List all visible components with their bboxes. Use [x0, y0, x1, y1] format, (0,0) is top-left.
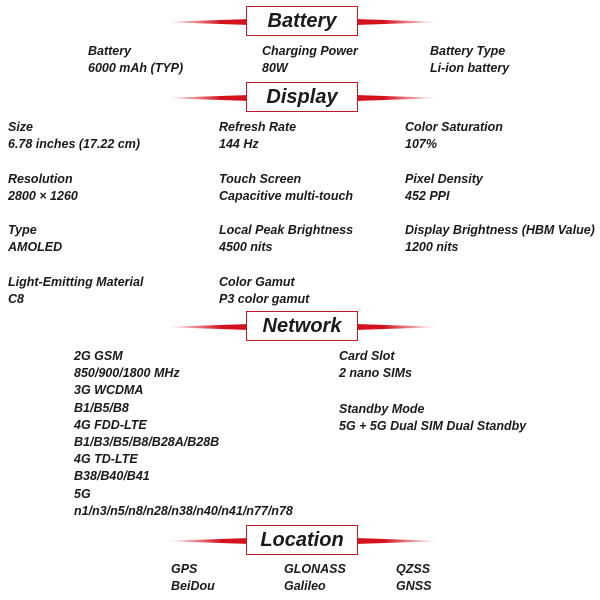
section-title-display: Display [246, 82, 358, 112]
spec-label: Battery Type [430, 44, 506, 58]
spec-charging-power: Charging Power 80W [262, 43, 358, 77]
header-line-left [168, 538, 250, 544]
spec-label: Resolution [8, 172, 73, 186]
spec-label: Card Slot [339, 349, 395, 363]
spec-label: Light-Emitting Material [8, 275, 144, 289]
spec-label: Battery [88, 44, 132, 58]
location-system: GLONASS [284, 562, 346, 576]
section-title-network: Network [246, 311, 358, 341]
spec-touch-screen: Touch Screen Capacitive multi-touch [219, 171, 353, 205]
spec-label: Touch Screen [219, 172, 302, 186]
location-column-1: GPS BeiDou [171, 561, 215, 595]
spec-value: 452 PPI [405, 189, 450, 203]
network-band-line: 4G TD-LTE [74, 452, 138, 467]
network-bands-list: 2G GSM 850/900/1800 MHz 3G WCDMA B1/B5/B… [74, 348, 293, 520]
spec-value: 6000 mAh (TYP) [88, 61, 184, 75]
location-column-2: GLONASS Galileo [284, 561, 346, 595]
spec-value: 107% [405, 137, 437, 151]
spec-value: Capacitive multi-touch [219, 189, 354, 203]
header-line-right [355, 324, 437, 330]
spec-value: AMOLED [8, 240, 63, 254]
header-line-right [355, 95, 437, 101]
spec-label: Type [8, 223, 37, 237]
section-header-location: Location [0, 525, 600, 557]
spec-value: 6.78 inches (17.22 cm) [8, 137, 141, 151]
spec-label: Charging Power [262, 44, 358, 58]
spec-label: Standby Mode [339, 402, 425, 416]
spec-display-type: Type AMOLED [8, 222, 62, 256]
network-band-line: 2G GSM [74, 349, 123, 363]
location-system: GPS [171, 562, 198, 576]
spec-battery-capacity: Battery 6000 mAh (TYP) [88, 43, 183, 77]
spec-label: Display Brightness (HBM Value) [405, 223, 595, 237]
spec-label: Pixel Density [405, 172, 483, 186]
section-title-battery: Battery [246, 6, 358, 36]
section-header-display: Display [0, 82, 600, 114]
spec-size: Size 6.78 inches (17.22 cm) [8, 119, 140, 153]
network-band-line: n1/n3/n5/n8/n28/n38/n40/n41/n77/n78 [74, 503, 293, 518]
spec-hbm-brightness: Display Brightness (HBM Value) 1200 nits [405, 222, 595, 256]
network-band-line: B38/B40/B41 [74, 469, 150, 484]
spec-battery-type: Battery Type Li-ion battery [430, 43, 509, 77]
spec-local-peak-brightness: Local Peak Brightness 4500 nits [219, 222, 353, 256]
network-band-line: 5G [74, 486, 91, 501]
spec-value: 4500 nits [219, 240, 273, 254]
spec-value: 5G + 5G Dual SIM Dual Standby [339, 419, 527, 433]
spec-pixel-density: Pixel Density 452 PPI [405, 171, 483, 205]
spec-label: Refresh Rate [219, 120, 297, 134]
location-system: Galileo [284, 579, 326, 593]
spec-value: 2800 × 1260 [8, 189, 78, 203]
spec-color-saturation: Color Saturation 107% [405, 119, 503, 153]
spec-label: Size [8, 120, 34, 134]
header-line-right [355, 538, 437, 544]
spec-label: Color Saturation [405, 120, 503, 134]
header-line-right [355, 19, 437, 25]
network-band-line: 850/900/1800 MHz [74, 366, 180, 381]
spec-light-emitting-material: Light-Emitting Material C8 [8, 274, 143, 308]
network-band-line: 3G WCDMA [74, 383, 144, 398]
location-system: GNSS [396, 579, 432, 593]
spec-value: 2 nano SIMs [339, 366, 412, 380]
header-line-left [168, 19, 250, 25]
spec-value: 80W [262, 61, 288, 75]
spec-label: Color Gamut [219, 275, 295, 289]
spec-label: Local Peak Brightness [219, 223, 354, 237]
spec-card-slot: Card Slot 2 nano SIMs [339, 348, 412, 382]
spec-value: P3 color gamut [219, 292, 310, 306]
spec-resolution: Resolution 2800 × 1260 [8, 171, 78, 205]
section-title-location: Location [246, 525, 358, 555]
location-system: BeiDou [171, 579, 215, 593]
spec-color-gamut: Color Gamut P3 color gamut [219, 274, 309, 308]
section-header-battery: Battery [0, 6, 600, 38]
spec-value: Li-ion battery [430, 61, 510, 75]
header-line-left [168, 324, 250, 330]
spec-refresh-rate: Refresh Rate 144 Hz [219, 119, 296, 153]
spec-value: C8 [8, 292, 24, 306]
spec-value: 144 Hz [219, 137, 259, 151]
location-column-3: QZSS GNSS [396, 561, 431, 595]
location-system: QZSS [396, 562, 431, 576]
spec-value: 1200 nits [405, 240, 459, 254]
network-band-line: B1/B5/B8 [74, 400, 129, 415]
network-band-line: B1/B3/B5/B8/B28A/B28B [74, 435, 220, 450]
header-line-left [168, 95, 250, 101]
spec-standby-mode: Standby Mode 5G + 5G Dual SIM Dual Stand… [339, 401, 526, 435]
network-band-line: 4G FDD-LTE [74, 417, 147, 432]
section-header-network: Network [0, 311, 600, 343]
